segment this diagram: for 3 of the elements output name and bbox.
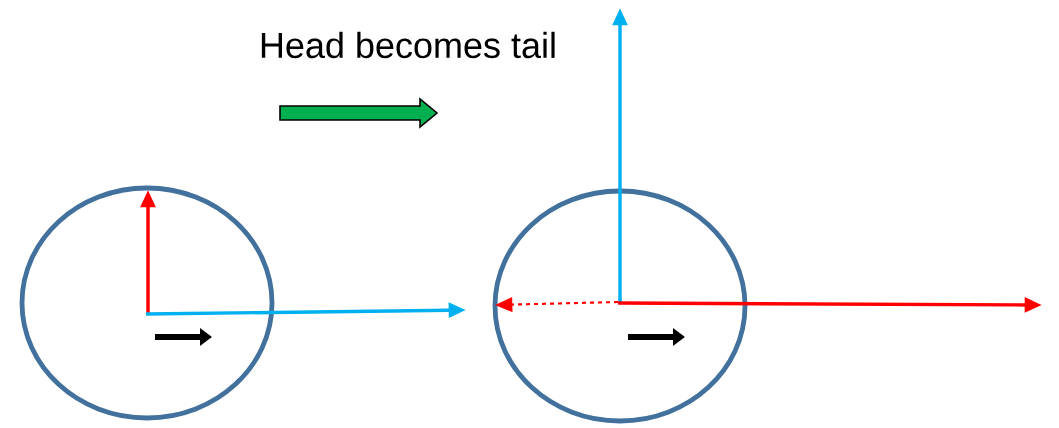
title: Head becomes tail [261,31,555,59]
circle-outline [19,185,275,421]
circle-outline [492,188,748,424]
